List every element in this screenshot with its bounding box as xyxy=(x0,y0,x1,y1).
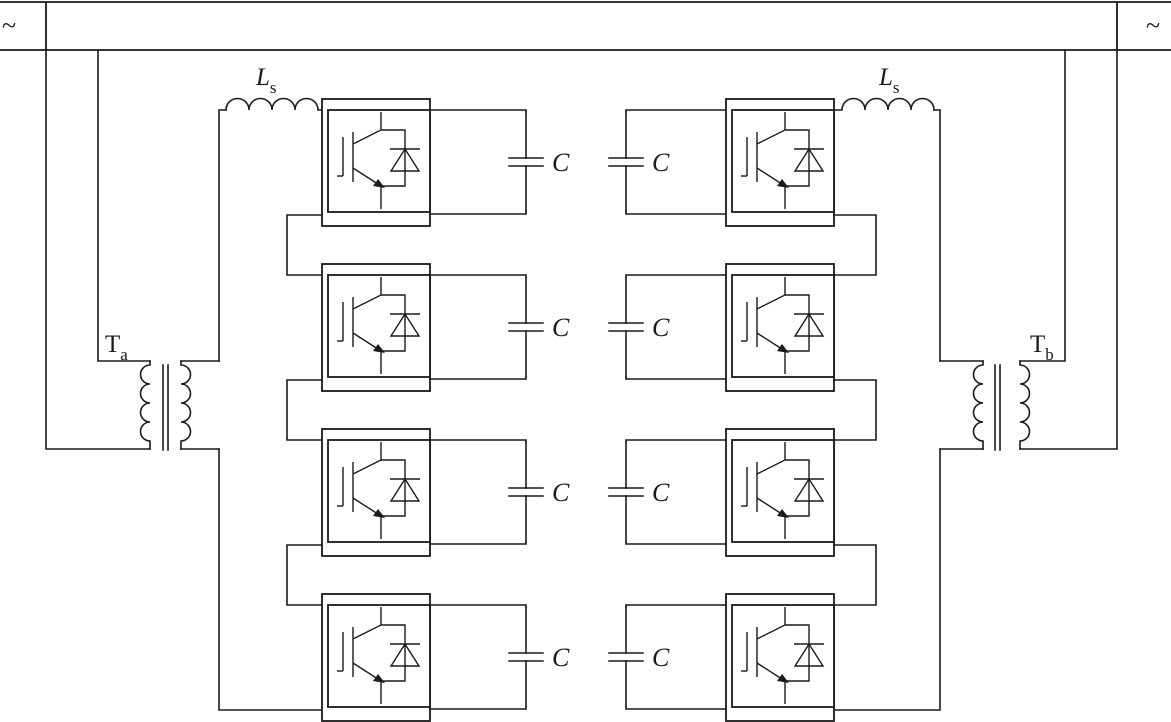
ac-bus xyxy=(0,1,1171,51)
submodule-left-4-cap-wire-bottom xyxy=(429,706,527,710)
submodule-right-1-cap-label: C xyxy=(652,148,670,177)
submodule-right-4-diode-triangle xyxy=(793,642,825,667)
ac-source-symbol-right: ~ xyxy=(1146,11,1160,40)
submodule-right-1-diode-triangle xyxy=(793,147,825,172)
submodule-right-1-cap-wire-bottom xyxy=(625,211,727,215)
submodule-left-2-igbt-symbol xyxy=(327,274,431,378)
submodule-right-2-series-link xyxy=(833,379,877,441)
inductor-left-label: Ls xyxy=(255,64,277,97)
submodule-right-2-igbt-symbol xyxy=(731,274,835,378)
inductor-left xyxy=(225,97,323,111)
submodule-right-4-igbt-symbol xyxy=(731,604,835,708)
submodule-left-4-cap-label: C xyxy=(552,643,570,672)
submodule-right-4-cap-wire-top xyxy=(625,604,727,608)
submodule-left-4-diode-branch xyxy=(381,624,406,682)
submodule-right-2-cap-wire-bottom xyxy=(625,376,727,380)
submodule-left-4-cap-wire-top xyxy=(429,604,527,608)
submodule-left-3-diode-branch xyxy=(381,459,406,517)
submodule-right-2-cap-wire-top xyxy=(625,274,727,278)
submodule-left-1-diode-triangle xyxy=(389,147,421,172)
submodule-left-3-cap-wire-bottom xyxy=(429,541,527,545)
submodule-right-1-diode-branch xyxy=(785,129,810,187)
transformer-b-secondary-coil xyxy=(939,360,984,450)
submodule-left-2-diode-branch xyxy=(381,294,406,352)
submodule-right-3-cap-label: C xyxy=(652,478,670,507)
inductor-right-label: Ls xyxy=(878,64,900,97)
submodule-right-2-capacitor: C xyxy=(608,276,670,378)
submodule-right-3-diode-triangle xyxy=(793,477,825,502)
submodule-left-3-diode-triangle xyxy=(389,477,421,502)
submodule-left-2-capacitor: C xyxy=(508,276,570,378)
submodule-left-2-cap-label: C xyxy=(552,313,570,342)
submodule-left-4-capacitor: C xyxy=(508,606,570,708)
ac-source-symbol-left: ~ xyxy=(2,11,16,40)
submodule-left-4: C xyxy=(321,593,570,722)
transformer-b-primary-wiring xyxy=(1019,49,1118,450)
submodule-left-3-cap-label: C xyxy=(552,478,570,507)
submodule-left-1-cap-wire-bottom xyxy=(429,211,527,215)
right-arm-wiring xyxy=(833,109,941,711)
submodule-left-1-igbt-symbol xyxy=(327,109,431,213)
submodule-right-3-capacitor: C xyxy=(608,441,670,543)
submodule-right-1-cap-wire-top xyxy=(625,109,727,113)
submodule-right-3-diode-branch xyxy=(785,459,810,517)
submodule-right-3-cap-wire-bottom xyxy=(625,541,727,545)
submodule-right-2-diode-triangle xyxy=(793,312,825,337)
transformer-a-core xyxy=(162,364,169,451)
inductor-right xyxy=(833,97,935,111)
transformer-a-label: Ta xyxy=(105,331,128,364)
submodule-left-3: C xyxy=(286,428,570,606)
submodule-right-3-igbt-symbol xyxy=(731,439,835,543)
transformer-b-label: Tb xyxy=(1030,331,1054,364)
submodule-left-2-cap-wire-top xyxy=(429,274,527,278)
submodule-left-1-capacitor: C xyxy=(508,111,570,213)
submodules: C C C C C C C C xyxy=(286,98,877,722)
submodule-left-2-cap-wire-bottom xyxy=(429,376,527,380)
submodule-left-2: C xyxy=(286,263,570,441)
transformer-b-primary-coil xyxy=(1019,360,1031,450)
submodule-left-1: C xyxy=(286,98,570,276)
transformer-b-core xyxy=(994,364,1001,451)
submodule-left-3-series-link xyxy=(286,544,323,606)
submodule-right-1-capacitor: C xyxy=(608,111,670,213)
submodule-right-2-cap-label: C xyxy=(652,313,670,342)
transformer-a-secondary-coil xyxy=(180,360,220,450)
submodule-right-3-cap-wire-top xyxy=(625,439,727,443)
submodule-right-4-diode-branch xyxy=(785,624,810,682)
submodule-left-2-diode-triangle xyxy=(389,312,421,337)
submodule-right-1: C xyxy=(608,98,877,276)
submodule-left-4-diode-triangle xyxy=(389,642,421,667)
submodule-right-4-cap-wire-bottom xyxy=(625,706,727,710)
submodule-left-1-diode-branch xyxy=(381,129,406,187)
submodule-left-4-igbt-symbol xyxy=(327,604,431,708)
transformer-a-primary-wiring xyxy=(45,49,151,450)
submodule-right-4: C xyxy=(608,593,835,722)
submodule-left-3-igbt-symbol xyxy=(327,439,431,543)
submodule-right-2: C xyxy=(608,263,877,441)
submodule-right-1-series-link xyxy=(833,214,877,276)
submodule-right-4-capacitor: C xyxy=(608,606,670,708)
submodule-left-2-series-link xyxy=(286,379,323,441)
transformer-a-primary-coil xyxy=(139,360,151,450)
submodule-left-3-capacitor: C xyxy=(508,441,570,543)
left-arm-wiring xyxy=(218,109,323,711)
submodule-right-2-diode-branch xyxy=(785,294,810,352)
submodule-left-1-series-link xyxy=(286,214,323,276)
submodule-left-1-cap-label: C xyxy=(552,148,570,177)
submodule-right-3: C xyxy=(608,428,877,606)
submodule-left-3-cap-wire-top xyxy=(429,439,527,443)
submodule-right-1-igbt-symbol xyxy=(731,109,835,213)
submodule-right-3-series-link xyxy=(833,544,877,606)
submodule-left-1-cap-wire-top xyxy=(429,109,527,113)
submodule-right-4-cap-label: C xyxy=(652,643,670,672)
